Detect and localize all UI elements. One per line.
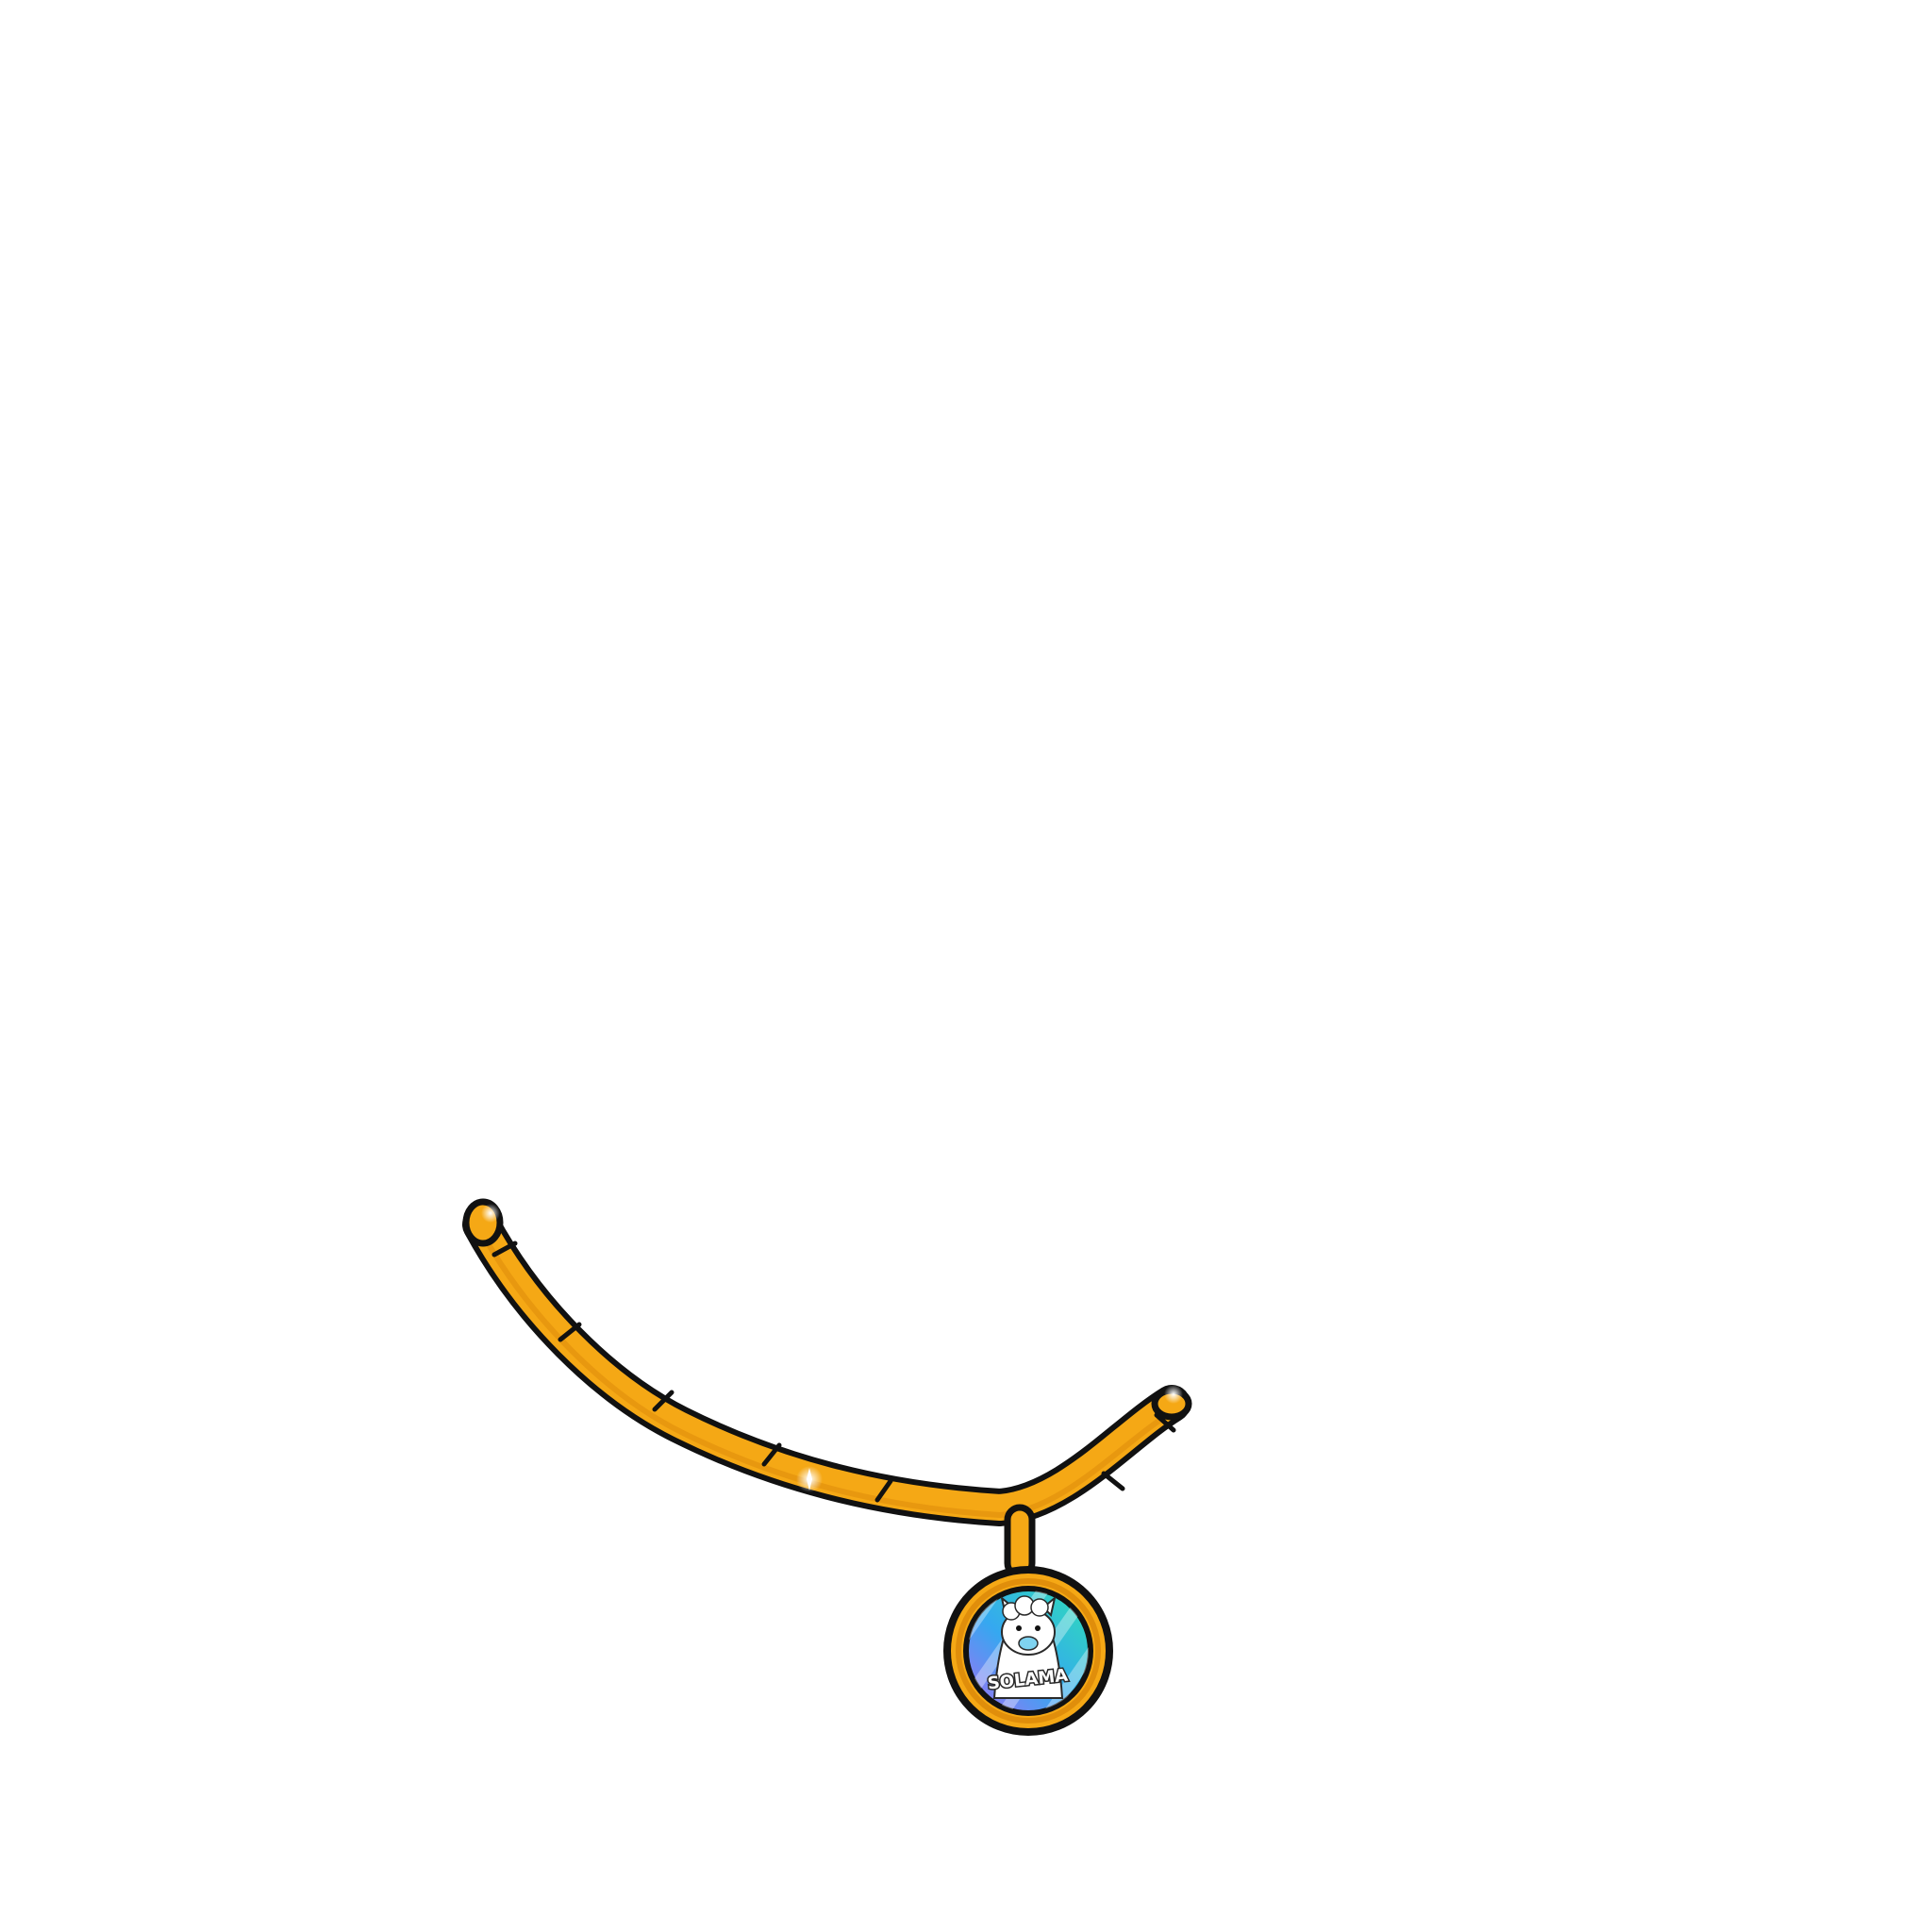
llama-face-icon	[992, 1595, 1064, 1699]
llama-medallion-icon: SOLAMA	[943, 1566, 1113, 1736]
pendant-bail	[1004, 1504, 1036, 1579]
gold-chain-necklace-icon	[462, 1198, 1192, 1527]
